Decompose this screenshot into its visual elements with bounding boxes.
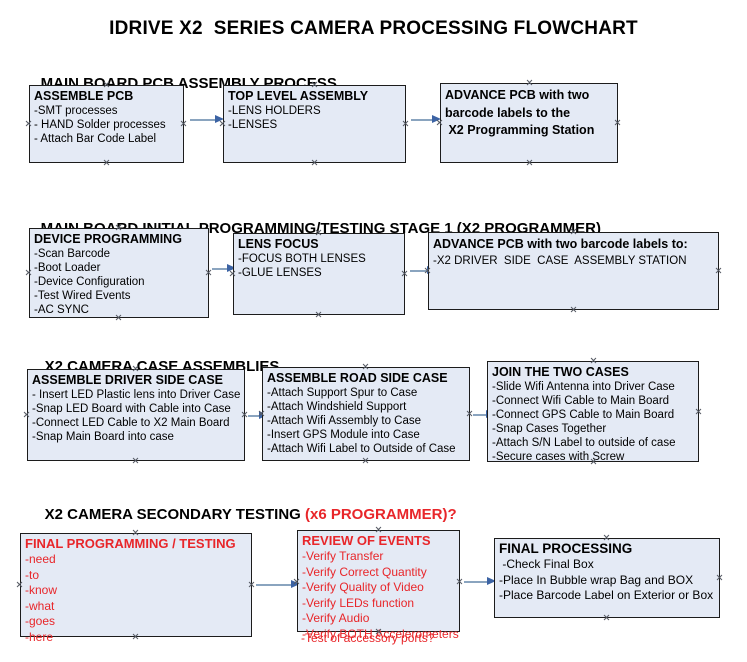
box-line: - HAND Solder processes <box>34 119 166 131</box>
box-line: -Verify LEDs function <box>302 595 415 610</box>
box-assemble-pcb[interactable]: ASSEMBLE PCB -SMT processes - HAND Solde… <box>29 85 184 163</box>
box-line: -Attach Wifi Assembly to Case <box>267 415 422 427</box>
box-line: -Connect LED Cable to X2 Main Board <box>32 417 230 429</box>
box-line: -Verify Transfer <box>302 549 384 563</box>
box-title: ASSEMBLE DRIVER SIDE CASE <box>32 373 224 387</box>
arrow-shaft <box>256 584 292 586</box>
box-final-programming-testing[interactable]: FINAL PROGRAMMING / TESTING -need -to -k… <box>20 533 252 644</box>
box-title: ADVANCE PCB with two <box>445 88 590 102</box>
box-line: barcode labels to the <box>445 106 571 120</box>
box-line: -Verify BOTH Accelerometers <box>302 626 459 641</box>
arrow-shaft <box>464 581 488 583</box>
box-join-the-two-cases[interactable]: JOIN THE TWO CASES -Slide Wifi Antenna i… <box>487 361 699 463</box>
box-line: -Attach Wifi Label to Outside of Case <box>267 443 456 455</box>
box-line: -to <box>25 567 40 582</box>
arrow-shaft <box>473 414 487 416</box>
box-title: REVIEW OF EVENTS <box>302 533 431 548</box>
box-advance-pcb-driver-side-station[interactable]: ADVANCE PCB with two barcode labels to: … <box>428 232 719 310</box>
box-line-overflow: -Test of accessory ports? <box>301 631 435 645</box>
arrow-shaft <box>190 119 216 121</box>
box-line: -Attach Support Spur to Case <box>267 387 418 399</box>
box-line: -SMT processes <box>34 105 118 117</box>
box-line: -Insert GPS Module into Case <box>267 429 420 441</box>
box-title: ASSEMBLE ROAD SIDE CASE <box>267 371 448 385</box>
box-title: ADVANCE PCB with two barcode labels to: <box>433 237 688 251</box>
box-review-of-events[interactable]: REVIEW OF EVENTS -Verify Transfer -Verif… <box>297 530 460 641</box>
arrow-toplevel-to-advance <box>411 115 441 124</box>
box-line: -AC SYNC <box>34 304 89 316</box>
box-line: -Attach S/N Label to outside of case <box>492 437 676 449</box>
box-title: ASSEMBLE PCB <box>34 89 134 103</box>
box-final-processing[interactable]: FINAL PROCESSING -Check Final Box -Place… <box>494 538 720 618</box>
box-title: FINAL PROGRAMMING / TESTING <box>25 536 236 551</box>
box-line: -Secure cases with Screw <box>492 451 625 463</box>
box-line: -Test Wired Events <box>34 290 131 302</box>
box-line: -Place In Bubble wrap Bag and BOX <box>499 572 694 587</box>
box-title: LENS FOCUS <box>238 237 319 251</box>
box-line: -Verify Quality of Video <box>302 580 424 594</box>
box-advance-pcb-programming-station[interactable]: ADVANCE PCB with two barcode labels to t… <box>440 83 618 163</box>
arrow-shaft <box>410 270 428 272</box>
box-line: -Check Final Box <box>499 557 594 571</box>
arrow-shaft <box>248 415 260 417</box>
box-top-level-assembly[interactable]: TOP LEVEL ASSEMBLY -LENS HOLDERS -LENSES <box>223 85 406 163</box>
box-device-programming[interactable]: DEVICE PROGRAMMING -Scan Barcode -Boot L… <box>29 228 209 318</box>
arrow-shaft <box>212 268 228 270</box>
box-line: -LENSES <box>228 119 278 131</box>
box-line: -Connect GPS Cable to Main Board <box>492 409 675 421</box>
section-heading-4-text: X2 CAMERA SECONDARY TESTING <box>44 506 305 523</box>
box-line: -Verify Audio <box>302 611 370 625</box>
box-line: -Place Barcode Label on Exterior or Box <box>499 588 714 602</box>
box-line: -need <box>25 552 56 566</box>
box-line: X2 Programming Station <box>445 123 595 137</box>
box-line: -Slide Wifi Antenna into Driver Case <box>492 381 675 393</box>
box-line: -Boot Loader <box>34 262 101 274</box>
box-line: -here <box>25 629 54 644</box>
box-line: -Snap LED Board with Cable into Case <box>32 403 231 415</box>
box-title: FINAL PROCESSING <box>499 541 633 556</box>
arrow-finalprog-to-review <box>256 580 300 589</box>
page-title: IDRIVE X2 SERIES CAMERA PROCESSING FLOWC… <box>109 18 638 39</box>
box-title: DEVICE PROGRAMMING <box>34 232 182 246</box>
box-assemble-road-side-case[interactable]: ASSEMBLE ROAD SIDE CASE -Attach Support … <box>262 367 470 461</box>
box-line: -FOCUS BOTH LENSES <box>238 253 366 265</box>
box-line: -know <box>25 583 58 597</box>
box-line: -Verify Correct Quantity <box>302 564 427 579</box>
box-line: -Device Configuration <box>34 276 145 288</box>
box-line: -LENS HOLDERS <box>228 105 321 117</box>
section-heading-4-highlight: (x6 PROGRAMMER)? <box>304 506 457 523</box>
box-line: -Snap Cases Together <box>492 423 607 435</box>
arrow-review-to-finalprocessing <box>464 577 496 586</box>
box-line: -goes <box>25 614 56 628</box>
box-line: -Connect Wifi Cable to Main Board <box>492 395 670 407</box>
box-assemble-driver-side-case[interactable]: ASSEMBLE DRIVER SIDE CASE - Insert LED P… <box>27 369 245 461</box>
box-line: -Attach Windshield Support <box>267 401 407 413</box>
arrow-assemble-to-toplevel <box>190 115 224 124</box>
box-line: -what <box>25 598 55 613</box>
box-line: -Snap Main Board into case <box>32 431 174 443</box>
box-line: -GLUE LENSES <box>238 267 322 279</box>
box-line: - Attach Bar Code Label <box>34 133 157 145</box>
box-line: -Scan Barcode <box>34 248 111 260</box>
box-title: JOIN THE TWO CASES <box>492 365 629 379</box>
box-title: TOP LEVEL ASSEMBLY <box>228 89 369 103</box>
arrow-shaft <box>411 119 433 121</box>
box-line: -X2 DRIVER SIDE CASE ASSEMBLY STATION <box>433 255 687 267</box>
box-lens-focus[interactable]: LENS FOCUS -FOCUS BOTH LENSES -GLUE LENS… <box>233 233 405 315</box>
section-heading-4: X2 CAMERA SECONDARY TESTING (x6 PROGRAMM… <box>28 489 457 540</box>
box-line: - Insert LED Plastic lens into Driver Ca… <box>32 389 241 401</box>
